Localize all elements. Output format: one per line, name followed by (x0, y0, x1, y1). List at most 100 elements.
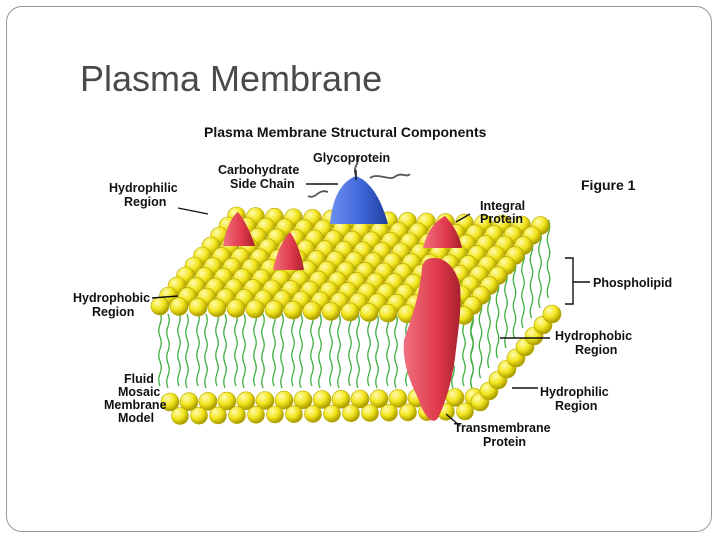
label-carbohydrate-2: Side Chain (230, 177, 295, 191)
phospholipid-head (340, 302, 360, 322)
lipid-tail (272, 311, 276, 387)
phospholipid-head (359, 303, 379, 322)
phospholipid-head (388, 389, 408, 408)
phospholipid-head (331, 389, 351, 409)
lipid-tail (394, 313, 398, 389)
phospholipid-head (264, 300, 284, 319)
bottom-phospholipid-heads (160, 304, 562, 425)
phospholipid-head (321, 302, 341, 321)
lipid-tail (215, 311, 219, 387)
leader-lines (151, 170, 590, 427)
lipid-tail (196, 311, 200, 387)
phospholipid-head (283, 300, 303, 320)
lipid-tail (504, 269, 508, 349)
label-hydrophilic-top-2: Region (124, 195, 166, 209)
phospholipid-head (247, 405, 265, 424)
lipid-tail (280, 313, 284, 389)
lipid-tail (529, 239, 534, 319)
phospholipid-head (188, 297, 208, 317)
phospholipid-head (399, 403, 417, 422)
lipid-tails (158, 219, 551, 389)
phospholipid-head (342, 404, 360, 423)
lipid-tail (348, 311, 352, 387)
lipid-tail (367, 311, 371, 387)
label-glycoprotein: Glycoprotein (313, 151, 390, 165)
integral-protein-left (223, 212, 255, 246)
phospholipid-head (266, 405, 284, 424)
phospholipid-head (236, 391, 256, 411)
lipid-tail (329, 311, 333, 387)
phospholipid-head (285, 405, 303, 424)
figure-label: Figure 1 (581, 177, 636, 193)
phospholipid-head (171, 407, 189, 425)
phospholipid-head (209, 406, 227, 425)
phospholipid-head (169, 297, 189, 316)
label-hydrophilic-top-1: Hydrophilic (109, 181, 178, 195)
lipid-tail (204, 313, 208, 389)
phospholipid-head (378, 303, 398, 323)
label-transmembrane-1: Transmembrane (454, 421, 551, 435)
top-phospholipid-heads (150, 206, 550, 325)
label-integral-2: Protein (480, 212, 523, 226)
label-hydrophilic-bottom-1: Hydrophilic (540, 385, 609, 399)
phospholipid-head (226, 299, 246, 318)
phospholipid-head (380, 403, 398, 422)
lipid-tail (166, 313, 170, 389)
integral-protein-right (423, 216, 462, 248)
label-hydrophobic-right-1: Hydrophobic (555, 329, 632, 343)
lipid-tail (223, 313, 227, 389)
transmembrane-protein (403, 258, 461, 421)
phospholipid-head (207, 298, 227, 318)
phospholipid-head (190, 406, 208, 425)
label-integral-1: Integral (480, 199, 525, 213)
phospholipid-head (160, 392, 180, 412)
phospholipid-head (228, 406, 246, 424)
lipid-tail (386, 311, 390, 387)
lipid-tail (158, 311, 162, 387)
phospholipid-head (323, 404, 341, 423)
lipid-tail (291, 311, 295, 387)
lipid-tail (470, 309, 474, 389)
phospholipid-head (312, 390, 332, 409)
phospholipid-head (217, 391, 237, 411)
label-fluid-mosaic-1: Fluid (124, 372, 154, 386)
lipid-tail (261, 313, 265, 389)
lipid-tail (234, 311, 238, 387)
slide-title: Plasma Membrane (80, 58, 383, 99)
label-hydrophobic-left-2: Region (92, 305, 134, 319)
lipid-tail (487, 289, 491, 369)
glycoprotein (330, 176, 388, 224)
phospholipid-head (350, 389, 370, 409)
phospholipid-head (255, 391, 275, 410)
lipid-tail (356, 313, 360, 389)
phospholipid-head (304, 405, 322, 423)
phospholipid-head (293, 390, 313, 410)
label-transmembrane-2: Protein (483, 435, 526, 449)
label-hydrophobic-right-2: Region (575, 343, 617, 357)
phospholipid-head (369, 389, 389, 409)
lipid-tail (318, 313, 322, 389)
lipid-tail (337, 313, 341, 389)
figure-heading: Plasma Membrane Structural Components (204, 124, 487, 140)
lipid-tail (185, 313, 189, 389)
phospholipid-head (274, 390, 294, 410)
lipid-tail (310, 311, 314, 387)
label-hydrophilic-bottom-2: Region (555, 399, 597, 413)
membrane-figure: Plasma Membrane Structural Components Fi… (73, 124, 672, 449)
phospholipid-head (361, 404, 379, 422)
label-hydrophobic-left-1: Hydrophobic (73, 291, 150, 305)
phospholipid-head (150, 296, 170, 316)
label-carbohydrate-1: Carbohydrate (218, 163, 299, 177)
label-phospholipid: Phospholipid (593, 276, 672, 290)
lipid-tail (177, 311, 181, 387)
lipid-tail (478, 299, 483, 379)
lipid-tail (242, 313, 246, 389)
lipid-tail (375, 313, 379, 389)
lipid-tail (299, 313, 303, 389)
lipid-tail (512, 259, 517, 339)
phospholipid-head (302, 301, 322, 321)
label-fluid-mosaic-2: Mosaic (118, 385, 160, 399)
label-fluid-mosaic-4: Model (118, 411, 154, 425)
phospholipid-head (245, 299, 265, 319)
label-fluid-mosaic-3: Membrane (104, 398, 167, 412)
